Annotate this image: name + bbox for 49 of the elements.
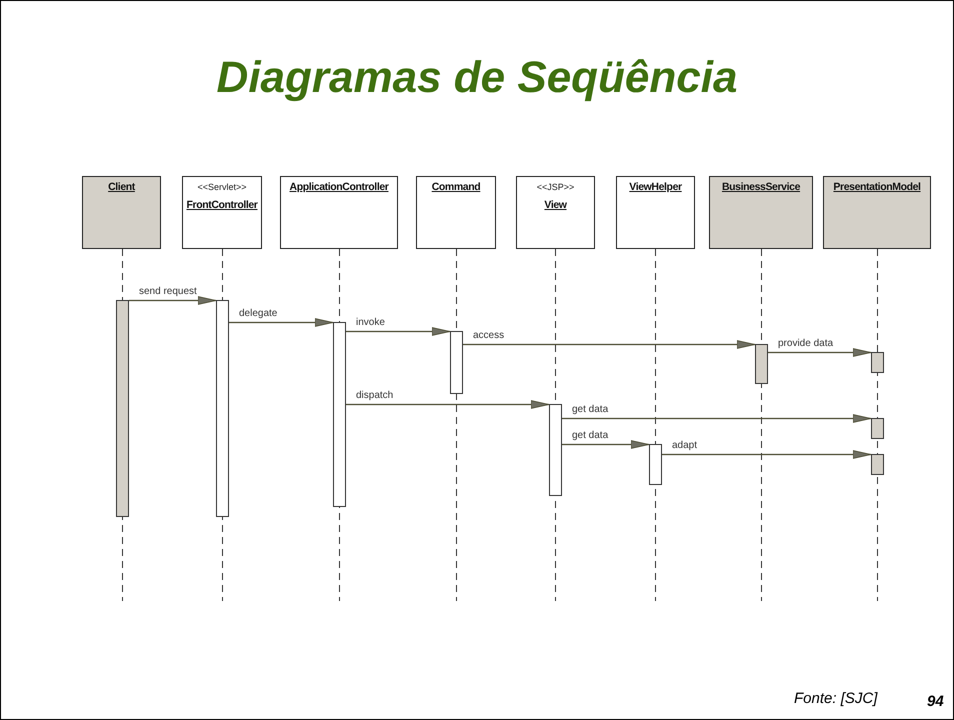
message-label: adapt [672,440,698,452]
participant-box [616,176,695,249]
activation-bar [333,322,346,507]
activation-bar [871,418,884,439]
activation-bar [116,300,129,517]
activation-bar [216,300,229,517]
activation-bar [871,454,884,475]
slide-title: Diagramas de Seqüência [216,53,738,103]
page-number: 94 [927,693,944,710]
participant-name: Command [432,181,480,194]
message-label: delegate [239,308,278,320]
message-arrow [662,450,872,459]
message-label: send request [139,286,197,298]
message-label: get data [572,404,608,416]
participant-name: View [544,199,567,212]
participant-box [82,176,161,249]
message-arrow [768,348,872,357]
participant-name: ViewHelper [629,181,682,194]
message-arrow [229,318,334,327]
stereotype-label: <<Servlet>> [197,182,247,193]
message-label: get data [572,430,608,442]
participant-name: ApplicationController [290,181,388,194]
participant-box [280,176,398,249]
activation-bar [871,352,884,373]
activation-bar [755,344,768,384]
source-note: Fonte: [SJC] [794,690,878,707]
message-arrow [346,327,450,336]
message-arrow [346,400,550,409]
participant-name: Client [108,181,135,194]
message-label: invoke [356,317,385,329]
activation-bar [649,444,662,485]
participant-box [516,176,595,249]
message-label: access [473,330,504,342]
participant-name: BusinessService [722,181,800,194]
participant-box [182,176,262,249]
message-arrow [463,340,756,349]
participant-box [709,176,813,249]
participant-name: FrontController [186,199,258,212]
participant-box [416,176,496,249]
participant-name: PresentationModel [833,181,921,194]
stereotype-label: <<JSP>> [536,182,574,193]
participant-box [823,176,931,249]
message-label: provide data [778,338,834,350]
message-label: dispatch [356,390,394,402]
message-arrow [129,296,216,305]
message-arrow [562,414,872,423]
message-arrow [562,440,650,449]
activation-bar [549,404,562,496]
activation-bar [450,331,463,394]
